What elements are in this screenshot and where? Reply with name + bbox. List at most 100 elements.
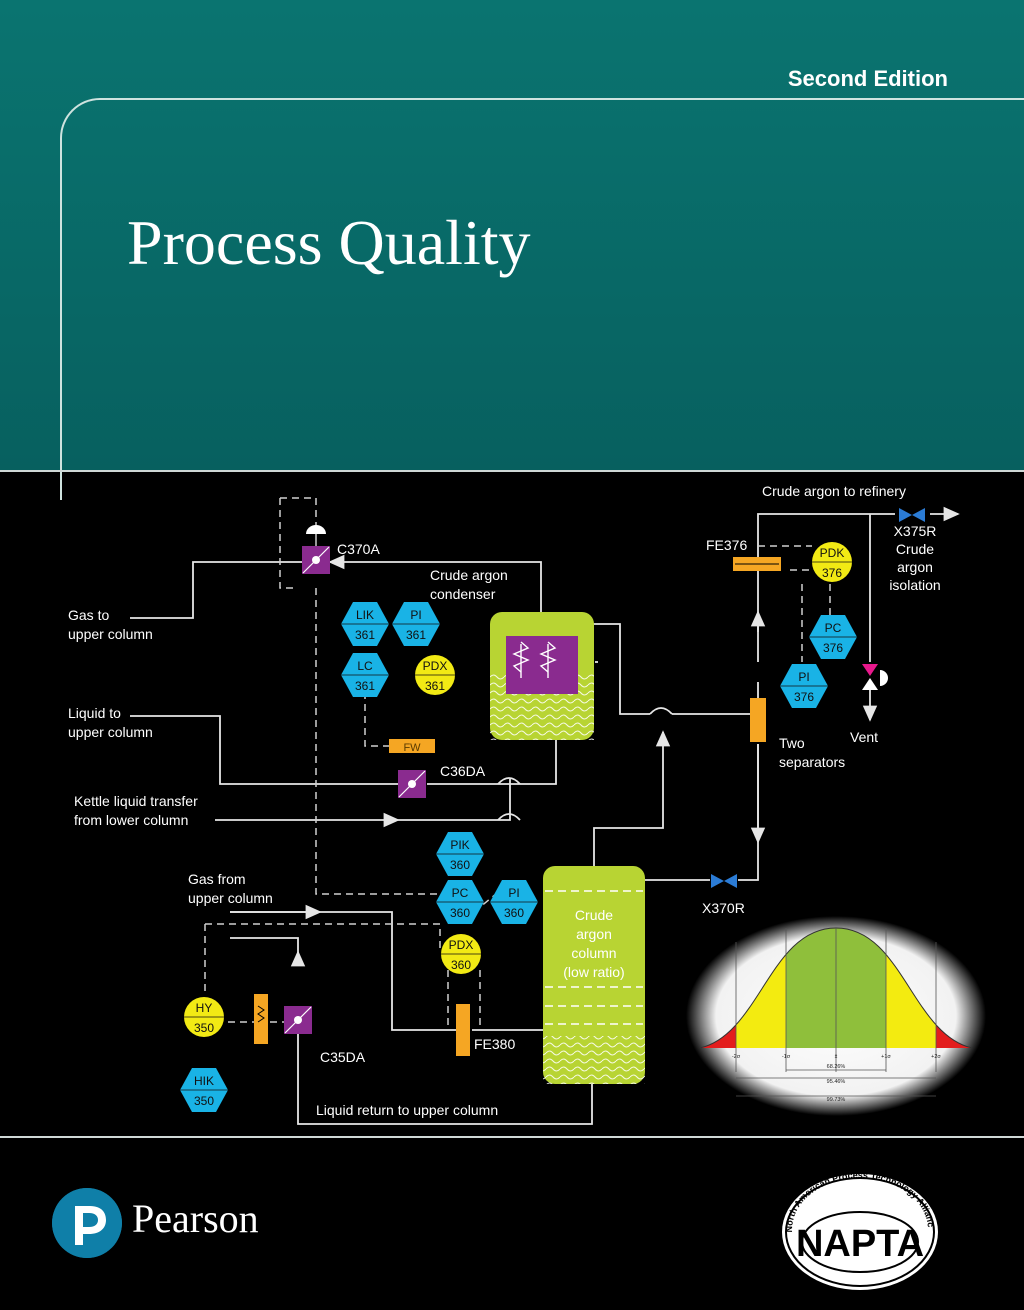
tag-pdx361-type: PDX [423, 659, 448, 673]
tag-pi360-number: 360 [504, 906, 524, 920]
tag-pdx360-number: 360 [451, 958, 471, 972]
book-title: Process Quality [127, 207, 531, 278]
tag-hy350-type: HY [196, 1001, 213, 1015]
edition-label: Second Edition [787, 66, 948, 91]
label-fe380: FE380 [474, 1036, 515, 1052]
tick-minus-1s: -1σ [782, 1054, 791, 1060]
instrument-tag-pdx360: PDX 360 [441, 934, 481, 974]
converter-element [254, 994, 268, 1044]
instrument-tag-pdx361: PDX 361 [415, 655, 455, 695]
control-valve-c36da [398, 770, 426, 798]
pct-95: 95.46% [827, 1079, 846, 1085]
instrument-tag-pc376: PC 376 [809, 615, 857, 659]
vent-valve [862, 664, 888, 690]
bell-curve-graphic: -2σ -1σ x̄ +1σ +2σ 68.26% 95.46% 99.73% [686, 916, 986, 1116]
tag-pi360-type: PI [508, 886, 519, 900]
napta-wordmark: NAPTA [796, 1223, 924, 1265]
publisher-name: Pearson [132, 1196, 259, 1241]
instrument-tag-pi360: PI 360 [490, 880, 538, 924]
tag-lc361-number: 361 [355, 679, 375, 693]
tag-pc376-number: 376 [823, 641, 843, 655]
cover-header: Second Edition Process Quality [0, 0, 1024, 500]
tick-plus-1s: +1σ [881, 1054, 891, 1060]
line-x370-up [738, 744, 759, 881]
divider-top [0, 470, 1024, 472]
signal-lines [204, 497, 831, 1030]
crude-argon-column [543, 866, 645, 1084]
fw-element [389, 739, 435, 753]
line-liquid-return [297, 1018, 593, 1125]
tag-hik350-type: HIK [194, 1074, 214, 1088]
label-vent: Vent [850, 729, 878, 745]
tag-pdx361-number: 361 [425, 679, 445, 693]
tag-lc361-type: LC [357, 659, 373, 673]
fe380-element [456, 1004, 470, 1056]
pearson-icon [52, 1188, 122, 1258]
tag-pdk376-type: PDK [820, 546, 845, 560]
tag-pc376-type: PC [825, 621, 842, 635]
control-valve-c370a [302, 525, 330, 574]
label-liquid-return: Liquid return to upper column [316, 1102, 498, 1118]
line-column-overhead [593, 730, 671, 866]
tag-pc360-type: PC [452, 886, 469, 900]
tag-pi361-number: 361 [406, 628, 426, 642]
valve-x370r [711, 874, 737, 888]
label-x370r: X370R [702, 900, 745, 916]
instrument-tag-pi361: PI 361 [392, 602, 440, 646]
napta-tm: TM [932, 1280, 941, 1286]
label-fe376: FE376 [706, 537, 747, 553]
instrument-tag-pik360: PIK 360 [436, 832, 484, 876]
line-gas-to-upper [130, 561, 303, 619]
label-c36da: C36DA [440, 763, 486, 779]
label-fw: FW [403, 742, 421, 754]
tick-mean: x̄ [835, 1054, 838, 1060]
tag-pdk376-number: 376 [822, 566, 842, 580]
tag-hy350-number: 350 [194, 1021, 214, 1035]
instrument-tag-lik361: LIK 361 [341, 602, 389, 646]
control-valve-c35da [284, 1006, 312, 1034]
tick-plus-2s: +2σ [931, 1054, 941, 1060]
flow-elements [254, 557, 781, 1056]
tag-pi376-number: 376 [794, 690, 814, 704]
divider-bottom [0, 1136, 1024, 1138]
instrument-tag-pc360: PC 360 [436, 880, 484, 924]
pct-99: 99.73% [827, 1097, 846, 1103]
tag-pdx360-type: PDX [449, 938, 474, 952]
tag-lik361-type: LIK [356, 608, 374, 622]
instrument-tag-lc361: LC 361 [341, 653, 389, 697]
tag-hik350-number: 350 [194, 1094, 214, 1108]
title-frame [60, 98, 1024, 500]
line-liquid-to-upper [130, 715, 398, 785]
instrument-tag-pi376: PI 376 [780, 664, 828, 708]
valve-x375r [899, 508, 925, 522]
pct-68: 68.26% [827, 1064, 846, 1070]
crude-argon-condenser [490, 612, 594, 740]
tick-minus-2s: -2σ [732, 1054, 741, 1060]
tag-lik361-number: 361 [355, 628, 375, 642]
tag-pik360-number: 360 [450, 858, 470, 872]
label-refinery: Crude argon to refinery [762, 483, 906, 499]
line-kettle-to-condenser [398, 779, 511, 821]
tag-pi376-type: PI [798, 670, 809, 684]
tag-pc360-number: 360 [450, 906, 470, 920]
instrument-tag-pdk376: PDK 376 [812, 542, 852, 582]
label-c370a: C370A [337, 541, 380, 557]
publisher-logo: Pearson [52, 1185, 382, 1265]
process-diagram: LIK361PI361LC361PDX361PIK360PC360PI360PD… [68, 483, 986, 1125]
tag-pik360-type: PIK [450, 838, 469, 852]
tag-pi361-type: PI [410, 608, 421, 622]
line-condenser-to-separator [584, 623, 750, 715]
napta-logo: North American Process Technology Allian… [770, 1162, 941, 1290]
label-c35da: C35DA [320, 1049, 366, 1065]
separator-element [750, 698, 766, 742]
instrument-tag-hik350: HIK 350 [180, 1068, 228, 1112]
instrument-tag-hy350: HY 350 [184, 997, 224, 1037]
